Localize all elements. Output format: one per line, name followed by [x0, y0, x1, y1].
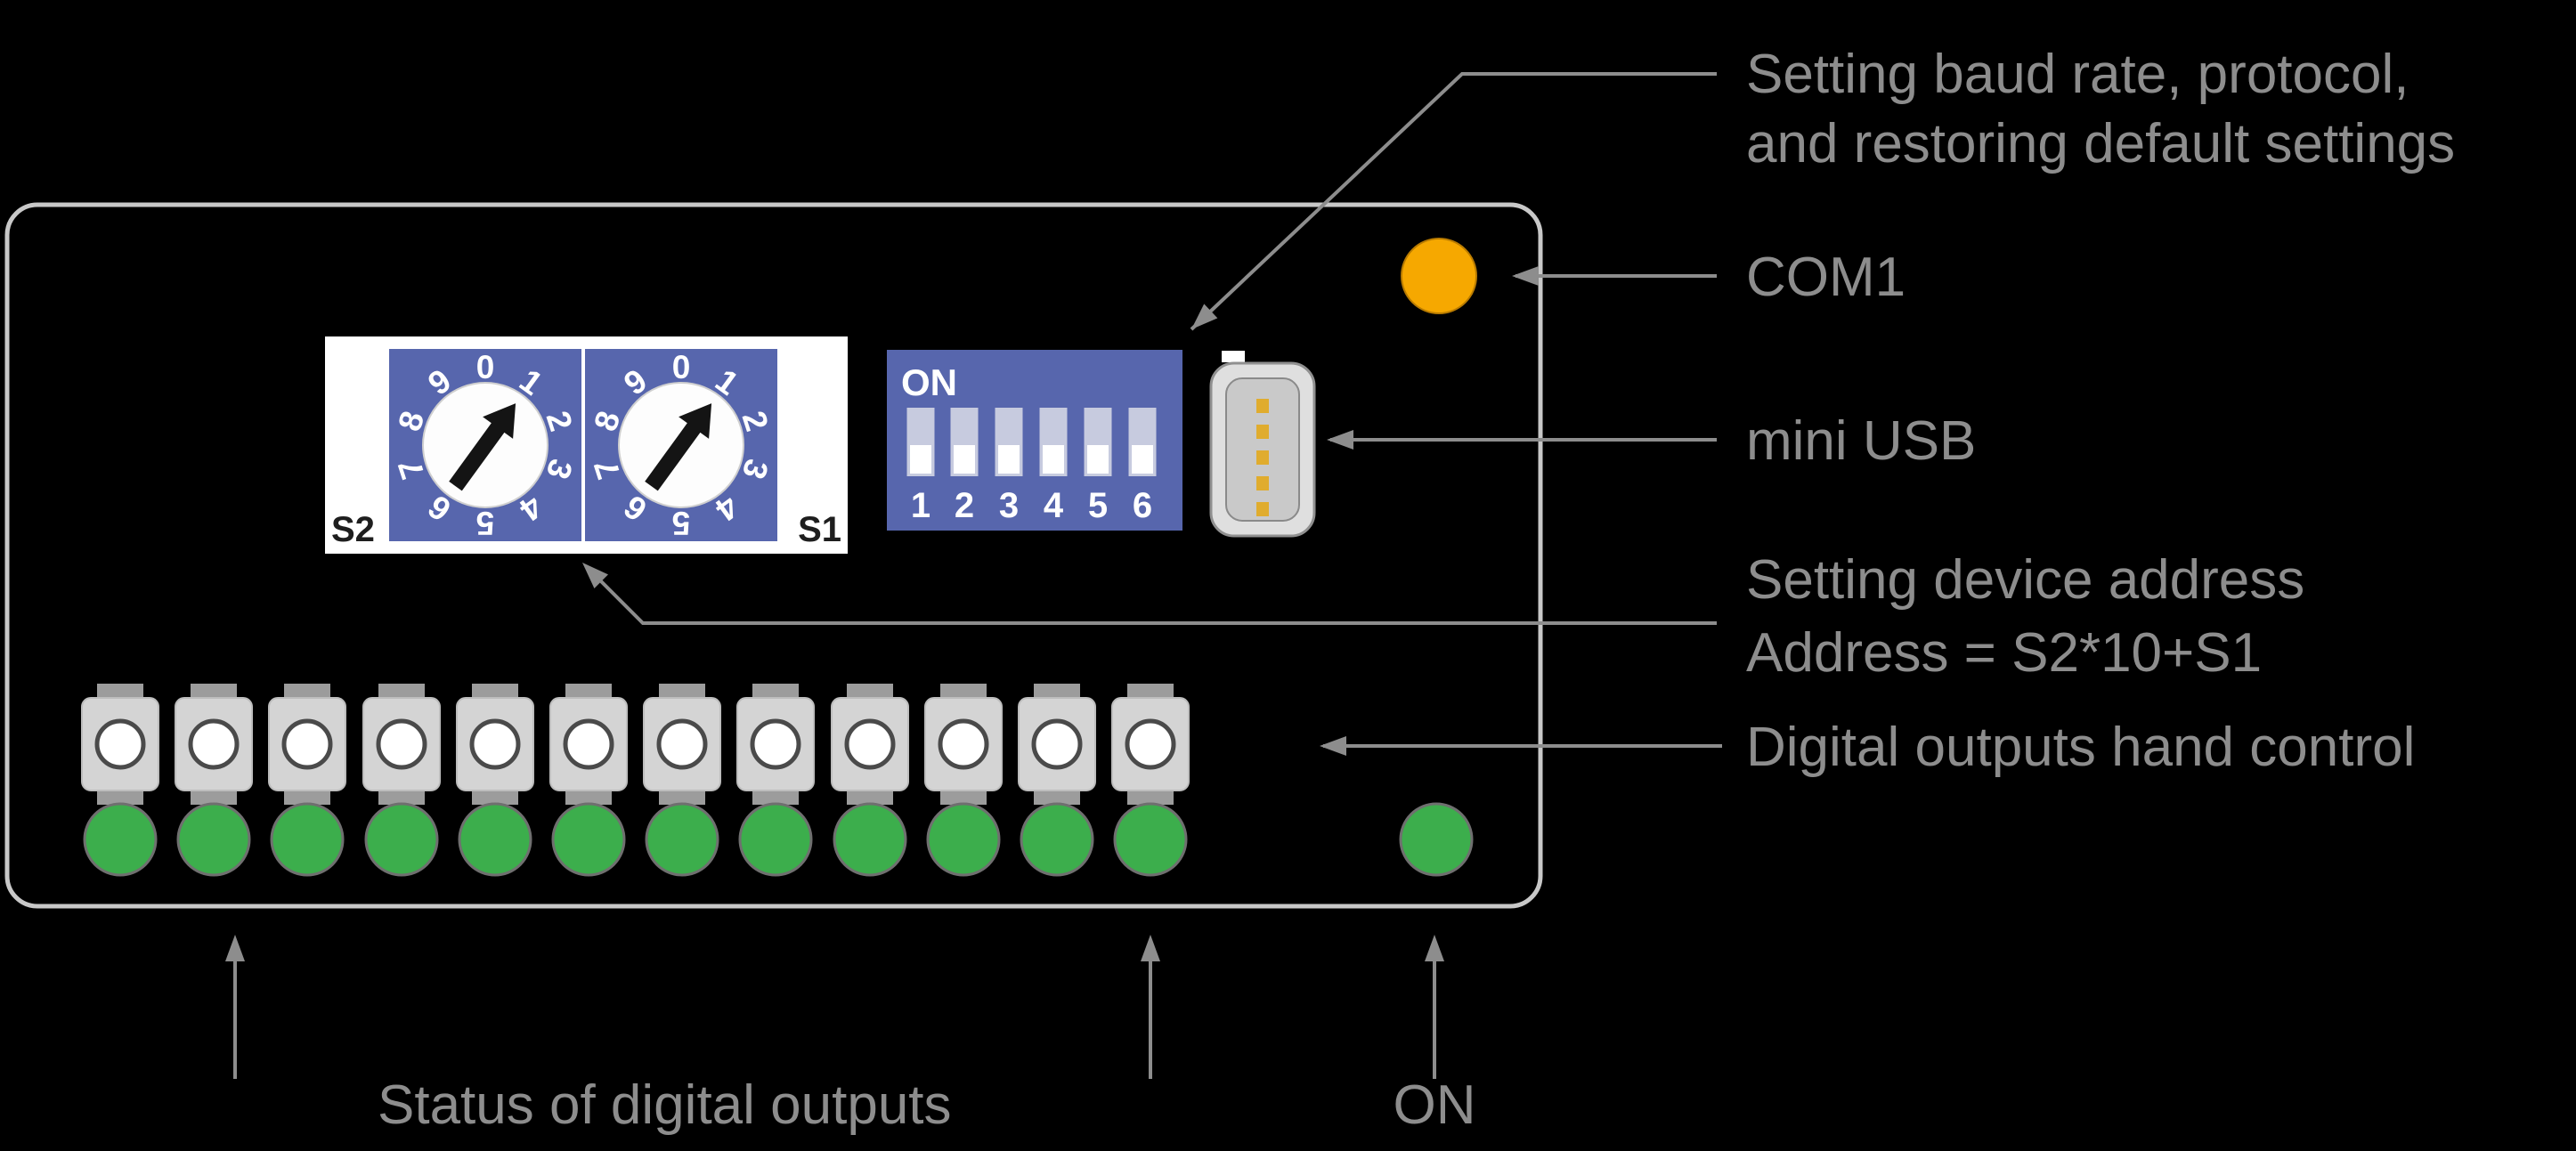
hand-control-label: Digital outputs hand control	[1746, 717, 2415, 778]
s1-label: S1	[798, 510, 841, 549]
arrowhead-hand-control	[1320, 736, 1346, 756]
output-led-11	[1020, 802, 1094, 877]
output-led-9	[833, 802, 907, 877]
toggle-switch-12[interactable]	[1112, 684, 1189, 805]
arrowhead-baud	[1191, 304, 1218, 329]
toggle-switch-8[interactable]	[737, 684, 814, 805]
output-led-3	[270, 802, 345, 877]
toggle-switch-5[interactable]	[457, 684, 533, 805]
rotary-dial-s2[interactable]	[388, 348, 582, 542]
dip-number-3: 3	[999, 486, 1019, 525]
output-led-12	[1113, 802, 1188, 877]
usb-pin-3	[1256, 450, 1269, 465]
arrowhead-address	[582, 563, 608, 588]
dip-slot-2[interactable]	[950, 408, 979, 476]
toggle-switch-2[interactable]	[175, 684, 252, 805]
usb-pin-4	[1256, 476, 1269, 490]
toggle-switch-1[interactable]	[82, 684, 158, 805]
output-led-1	[83, 802, 158, 877]
dip-switch-block: ON 1 2 3 4 5 6	[887, 350, 1182, 531]
toggle-switch-10[interactable]	[925, 684, 1002, 805]
baud-label-line1: Setting baud rate, protocol,	[1746, 44, 2409, 105]
usb-pin-1	[1256, 399, 1269, 413]
output-led-7	[645, 802, 719, 877]
status-label: Status of digital outputs	[378, 1074, 952, 1136]
address-label-line2: Address = S2*10+S1	[1746, 622, 2262, 684]
dip-number-5: 5	[1088, 486, 1108, 525]
output-led-2	[176, 802, 251, 877]
toggle-switch-7[interactable]	[644, 684, 720, 805]
output-led-4	[364, 802, 439, 877]
dip-number-2: 2	[955, 486, 974, 525]
on-label: ON	[1394, 1074, 1476, 1136]
dip-slot-1[interactable]	[906, 408, 935, 476]
usb-polarity-mark	[1222, 351, 1245, 362]
leader-arrowheads	[225, 266, 1539, 961]
arrowhead-on	[1425, 935, 1444, 961]
leader-line-address	[584, 564, 1717, 625]
output-led-6	[551, 802, 626, 877]
arrowhead-status-right	[1141, 935, 1160, 961]
dip-slot-6[interactable]	[1128, 408, 1157, 476]
usb-pin-5	[1256, 502, 1269, 516]
output-led-10	[926, 802, 1001, 877]
arrowhead-mini-usb	[1327, 430, 1353, 450]
toggle-switch-11[interactable]	[1019, 684, 1095, 805]
s2-label: S2	[331, 510, 375, 549]
toggle-switch-6[interactable]	[550, 684, 627, 805]
dip-on-label: ON	[901, 361, 957, 403]
toggle-switch-3[interactable]	[269, 684, 345, 805]
toggle-switch-9[interactable]	[832, 684, 908, 805]
com1-led	[1401, 238, 1477, 314]
dip-number-6: 6	[1133, 486, 1152, 525]
output-led-8	[738, 802, 813, 877]
toggle-switch-4[interactable]	[363, 684, 440, 805]
mini-usb-port	[1209, 351, 1316, 538]
usb-pin-2	[1256, 425, 1269, 439]
leader-line-baud	[1190, 72, 1717, 331]
rotary-switch-block: S2 S1	[325, 336, 848, 554]
arrowhead-com1	[1512, 266, 1539, 286]
dip-number-1: 1	[911, 486, 930, 525]
dip-slot-5[interactable]	[1084, 408, 1112, 476]
baud-label-line2: and restoring default settings	[1746, 113, 2455, 174]
com1-label: COM1	[1746, 247, 1906, 308]
power-on-led	[1399, 802, 1474, 877]
leader-lines	[233, 72, 1722, 1079]
output-led-5	[458, 802, 532, 877]
mini-usb-label: mini USB	[1746, 410, 1976, 472]
dip-slot-4[interactable]	[1039, 408, 1068, 476]
arrowhead-status-left	[225, 935, 245, 961]
rotary-dial-s1[interactable]	[584, 348, 778, 542]
dip-number-4: 4	[1044, 486, 1064, 525]
address-label-line1: Setting device address	[1746, 549, 2304, 611]
dip-slot-3[interactable]	[995, 408, 1023, 476]
usb-inner	[1225, 377, 1300, 522]
